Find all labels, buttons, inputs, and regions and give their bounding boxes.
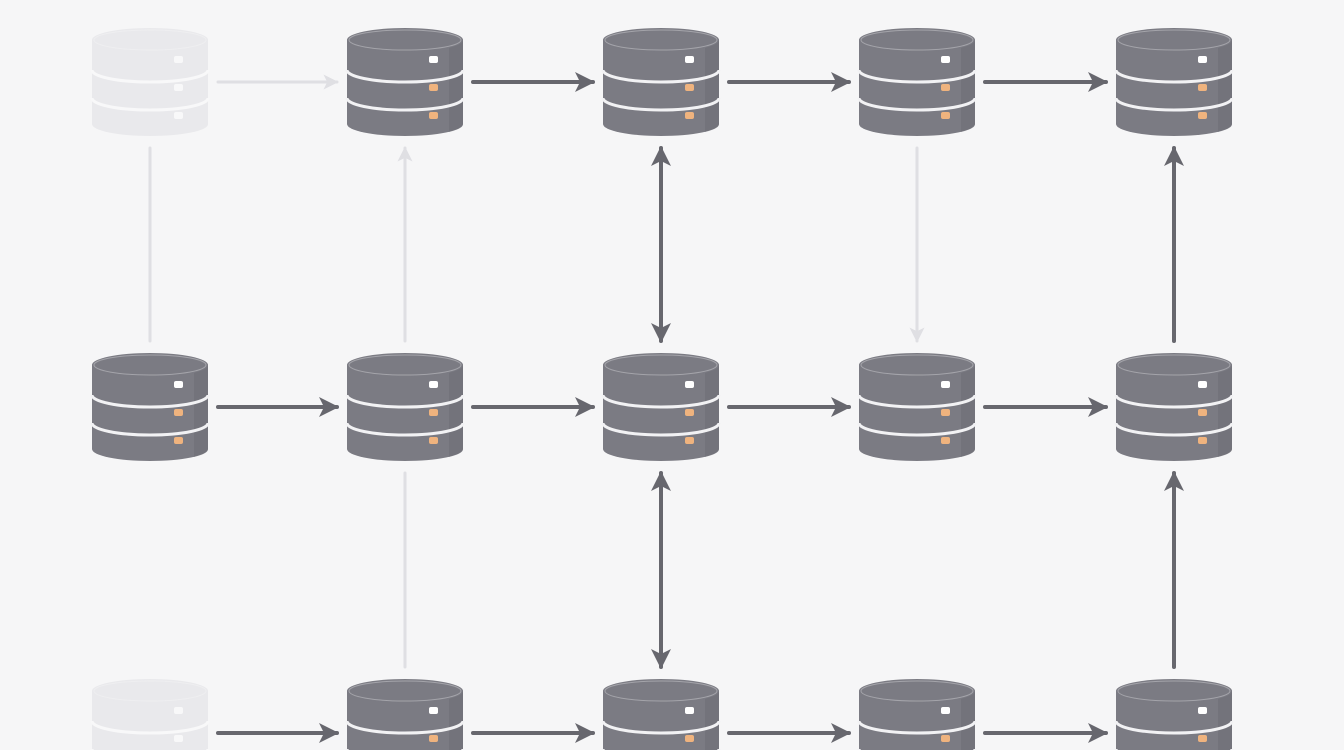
database-server-icon [90,353,210,461]
status-light-white [685,56,694,63]
status-light-amber [941,84,950,91]
status-light-amber [429,735,438,742]
status-light-white [941,381,950,388]
status-light-white [429,56,438,63]
database-server-icon [857,679,977,750]
database-server-icon [601,28,721,136]
status-light-amber [429,437,438,444]
database-server-icon [90,28,210,136]
status-light-white [685,381,694,388]
status-light-amber [429,112,438,119]
database-server-icon [345,679,465,750]
status-light-amber [1198,409,1207,416]
status-light-amber [1198,84,1207,91]
status-light-amber [174,112,183,119]
status-light-white [429,381,438,388]
status-light-amber [1198,437,1207,444]
database-server-icon [857,28,977,136]
database-server-icon [1114,353,1234,461]
database-server-icon [601,679,721,750]
status-light-amber [941,735,950,742]
status-light-amber [685,437,694,444]
status-light-white [1198,56,1207,63]
status-light-white [174,707,183,714]
status-light-amber [1198,112,1207,119]
database-server-icon [1114,28,1234,136]
status-light-amber [941,409,950,416]
status-light-amber [174,437,183,444]
status-light-amber [685,409,694,416]
status-light-amber [429,409,438,416]
status-light-white [1198,707,1207,714]
status-light-white [429,707,438,714]
status-light-amber [174,409,183,416]
nodes [90,28,1234,750]
edges [148,72,1184,743]
status-light-amber [174,735,183,742]
database-server-icon [857,353,977,461]
status-light-white [174,381,183,388]
database-server-icon [90,679,210,750]
database-server-icon [601,353,721,461]
status-light-amber [174,84,183,91]
status-light-amber [941,112,950,119]
status-light-white [1198,381,1207,388]
status-light-white [174,56,183,63]
status-light-amber [941,437,950,444]
database-server-icon [345,353,465,461]
status-light-white [941,56,950,63]
status-light-white [685,707,694,714]
database-server-icon [345,28,465,136]
status-light-amber [685,84,694,91]
database-server-icon [1114,679,1234,750]
status-light-amber [429,84,438,91]
status-light-white [941,707,950,714]
status-light-amber [685,735,694,742]
status-light-amber [685,112,694,119]
status-light-amber [1198,735,1207,742]
